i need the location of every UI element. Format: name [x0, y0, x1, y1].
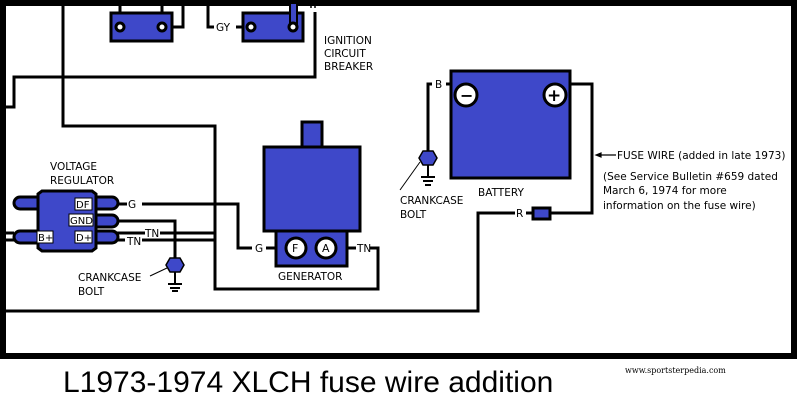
- generator-label: GENERATOR: [278, 271, 342, 283]
- wire-label-tn: TN: [356, 243, 371, 255]
- terminal-label-a: A: [322, 242, 330, 255]
- wire-breaker-to-left: [3, 12, 317, 109]
- positive-terminal-label: +: [547, 86, 561, 106]
- wire-top-to-tn: [61, 3, 217, 240]
- breaker-label-line3: BREAKER: [324, 61, 373, 73]
- connector-block-left: [109, 11, 174, 43]
- terminal: [114, 21, 126, 33]
- ignition-circuit-breaker: [241, 2, 316, 43]
- note-line3: information on the fuse wire): [603, 200, 756, 212]
- terminal-label-gnd: GND: [70, 216, 93, 227]
- crankcase-bolt-ground-icon: [399, 150, 438, 191]
- website-credit: www.sportsterpedia.com: [625, 366, 726, 375]
- note-line1: (See Service Bulletin #659 dated: [603, 171, 778, 183]
- breaker-label-line2: CIRCUIT: [324, 48, 366, 60]
- crankcase-bolt-label-line1: CRANKCASE: [400, 195, 463, 207]
- wire-label-tn: TN: [126, 236, 141, 248]
- fuse-wire-arrow-icon: [594, 152, 616, 158]
- regulator-label-line1: VOLTAGE: [50, 161, 97, 173]
- terminal: [156, 21, 168, 33]
- terminal-a: [314, 236, 338, 260]
- battery: − +: [449, 69, 572, 180]
- terminal-label-f: F: [292, 242, 298, 255]
- negative-terminal: [453, 82, 479, 108]
- regulator-label-line2: REGULATOR: [50, 175, 114, 187]
- note-line2: March 6, 1974 for more: [603, 185, 727, 197]
- terminal: [245, 21, 257, 33]
- terminal-label-bplus: B+: [38, 233, 53, 244]
- fuse-wire-label: FUSE WIRE (added in late 1973): [617, 150, 785, 162]
- wire-label-g: G: [128, 199, 136, 211]
- crankcase-bolt-label-line2: BOLT: [78, 286, 105, 298]
- wire-label-gy: GY: [216, 22, 231, 34]
- wire-label-b: B: [435, 79, 442, 91]
- fuse-icon: [531, 206, 552, 221]
- terminal-f: [284, 236, 308, 260]
- terminal-label-dplus: D+: [76, 233, 92, 244]
- breaker-label-line1: IGNITION: [324, 35, 372, 47]
- crankcase-bolt-label-line1: CRANKCASE: [78, 272, 141, 284]
- crankcase-bolt-label-line2: BOLT: [400, 209, 427, 221]
- diagram-title: L1973-1974 XLCH fuse wire addition: [63, 366, 553, 399]
- voltage-regulator: DF GND B+ D+: [3, 189, 120, 253]
- wire-gnd: [112, 219, 177, 265]
- battery-label: BATTERY: [478, 187, 524, 199]
- diagram-frame: [0, 0, 797, 359]
- crankcase-bolt-ground-icon: [149, 257, 185, 292]
- breaker-contacts-icon: [310, 3, 316, 8]
- terminal-label-df: DF: [76, 200, 90, 211]
- generator: F A: [262, 120, 362, 268]
- wire-label-g: G: [255, 243, 263, 255]
- negative-terminal-label: −: [460, 86, 473, 105]
- positive-terminal: [542, 82, 568, 108]
- wire-label-tn: TN: [144, 228, 159, 240]
- terminal: [287, 21, 299, 33]
- wire-label-r: R: [516, 208, 523, 220]
